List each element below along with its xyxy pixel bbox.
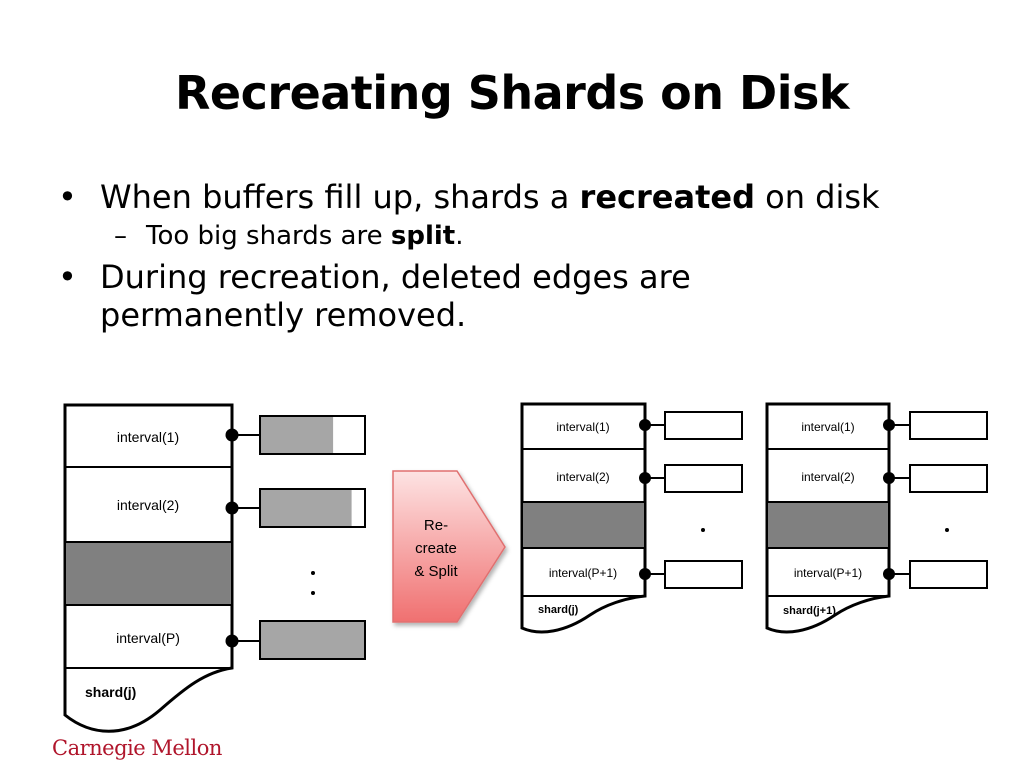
ellipsis-dot [945, 528, 949, 532]
slide-title: Recreating Shards on Disk [175, 66, 849, 120]
buffer-outline [909, 464, 988, 493]
buffer-fill [261, 622, 364, 658]
sub-bullet-text: Too big shards are [146, 221, 391, 251]
bullet-bold: recreated [579, 178, 755, 216]
buffer-outline [664, 411, 743, 440]
interval-label: interval(1) [801, 420, 854, 434]
shard-label: shard(j+1) [783, 605, 836, 617]
ellipsis-dot [311, 591, 315, 595]
bullet-text: When buffers fill up, shards a [100, 178, 580, 216]
buffer-fill [261, 490, 352, 526]
sub-bullet-text: . [455, 221, 464, 251]
bullet-list: • When buffers fill up, shards a recreat… [58, 178, 958, 334]
arrow-label-line: & Split [414, 563, 458, 580]
arrow-label-line: Re- [424, 517, 448, 534]
interval-label: interval(P+1) [794, 566, 862, 580]
ellipsis-dot [311, 571, 315, 575]
shard-after-1: interval(1) interval(2) interval(P+1) sh… [520, 402, 743, 634]
shard-gray-block [523, 503, 644, 547]
bullet-dot: • [58, 178, 77, 216]
ellipsis-dot [701, 528, 705, 532]
arrow-label-line: create [415, 540, 457, 557]
shard-gray-block [66, 543, 231, 604]
bullet-text: During recreation, deleted edges are per… [100, 258, 691, 334]
buffer-outline [664, 560, 743, 589]
cmu-logo: Carnegie Mellon [52, 736, 222, 760]
connector-dot [639, 568, 651, 580]
connector-dot [639, 472, 651, 484]
connector-dot [225, 634, 239, 648]
sub-bullet-item: – Too big shards are split. [58, 220, 958, 252]
interval-label: interval(2) [556, 470, 609, 484]
shard-before: interval(1) interval(2) interval(P) shar… [63, 403, 366, 733]
connector-dot [883, 419, 895, 431]
bullet-dot: • [58, 258, 77, 296]
buffer-outline [909, 411, 988, 440]
bullet-text: on disk [754, 178, 880, 216]
interval-label: interval(2) [801, 470, 854, 484]
shard-after-2: interval(1) interval(2) interval(P+1) sh… [765, 402, 988, 634]
shard-gray-block [768, 503, 888, 547]
buffer-fill [261, 417, 334, 453]
bullet-item: • When buffers fill up, shards a recreat… [58, 178, 958, 216]
interval-label: interval(1) [556, 420, 609, 434]
recreate-split-arrow: Re- create & Split [392, 470, 506, 623]
bullet-item: • During recreation, deleted edges are p… [58, 258, 720, 334]
sub-bullet-dash: – [114, 221, 127, 251]
interval-label: interval(P+1) [549, 566, 617, 580]
buffer-outline [909, 560, 988, 589]
interval-label: interval(1) [117, 429, 179, 445]
connector-dot [883, 568, 895, 580]
shard-label: shard(j) [85, 684, 136, 700]
connector-dot [225, 501, 239, 515]
connector-dot [225, 428, 239, 442]
buffer-outline [664, 464, 743, 493]
interval-label: interval(2) [117, 497, 179, 513]
connector-dot [639, 419, 651, 431]
sub-bullet-bold: split [390, 221, 456, 251]
connector-dot [883, 472, 895, 484]
shard-label: shard(j) [538, 604, 579, 616]
interval-label: interval(P) [116, 630, 180, 646]
